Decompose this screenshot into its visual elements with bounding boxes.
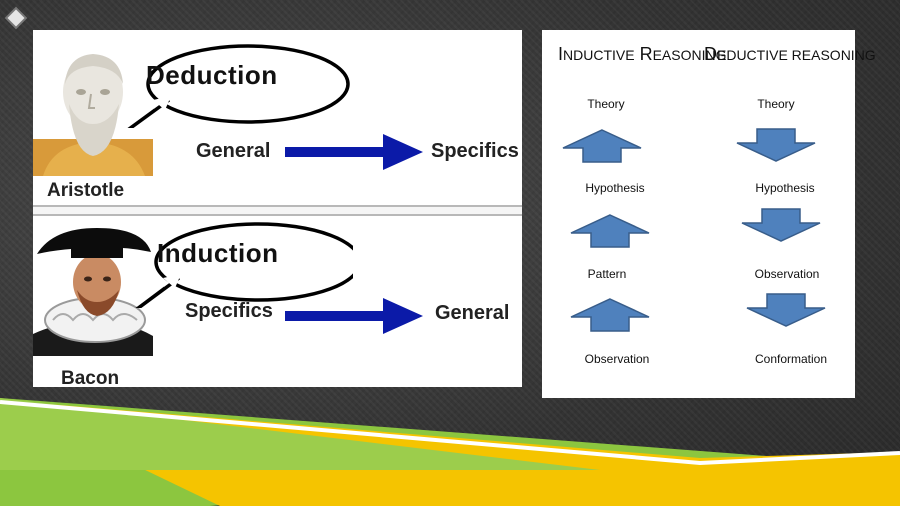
up-arrow-icon	[570, 298, 650, 332]
induction-from-word: Specifics	[185, 300, 273, 322]
deduction-induction-panel: Aristotle Deduction General Specifics	[33, 30, 522, 387]
deduction-section: Aristotle Deduction General Specifics	[33, 30, 522, 205]
down-arrow-icon	[736, 128, 816, 162]
deductive-step-hypothesis: Hypothesis	[755, 181, 815, 195]
down-arrow-icon	[741, 208, 821, 242]
up-arrow-icon	[570, 214, 650, 248]
reasoning-comparison-panel: INDUCTIVE REASONING DEDUCTIVE REASONING …	[542, 30, 876, 398]
deduction-bubble-text: Deduction	[146, 60, 278, 90]
deduction-flow-arrow	[285, 134, 423, 170]
deduction-from-word: General	[196, 140, 271, 162]
induction-section: Bacon Induction Specifics General	[33, 216, 522, 387]
deduction-to-word: Specifics	[431, 140, 519, 162]
up-arrow-icon	[562, 129, 642, 163]
deduction-speech-bubble	[127, 44, 350, 128]
inductive-heading: INDUCTIVE REASONING	[558, 44, 727, 64]
inductive-step-theory: Theory	[587, 97, 625, 111]
inductive-step-observation: Observation	[584, 352, 650, 366]
aristotle-name: Aristotle	[47, 180, 125, 201]
slide-bullet-icon	[7, 9, 25, 27]
section-divider	[33, 205, 522, 216]
deductive-step-observation: Observation	[754, 267, 820, 281]
aristotle-portrait	[33, 54, 153, 176]
deductive-step-theory: Theory	[757, 97, 795, 111]
bacon-portrait	[33, 224, 153, 356]
deductive-step-conformation: Conformation	[754, 352, 828, 366]
deductive-heading: DEDUCTIVE REASONING	[704, 44, 876, 64]
down-arrow-icon	[746, 293, 826, 327]
induction-flow-arrow	[285, 298, 423, 334]
inductive-step-pattern: Pattern	[587, 267, 627, 281]
inductive-step-hypothesis: Hypothesis	[585, 181, 645, 195]
induction-to-word: General	[435, 302, 510, 324]
induction-bubble-text: Induction	[157, 238, 279, 268]
bacon-name: Bacon	[61, 368, 120, 387]
induction-speech-bubble	[135, 222, 353, 308]
